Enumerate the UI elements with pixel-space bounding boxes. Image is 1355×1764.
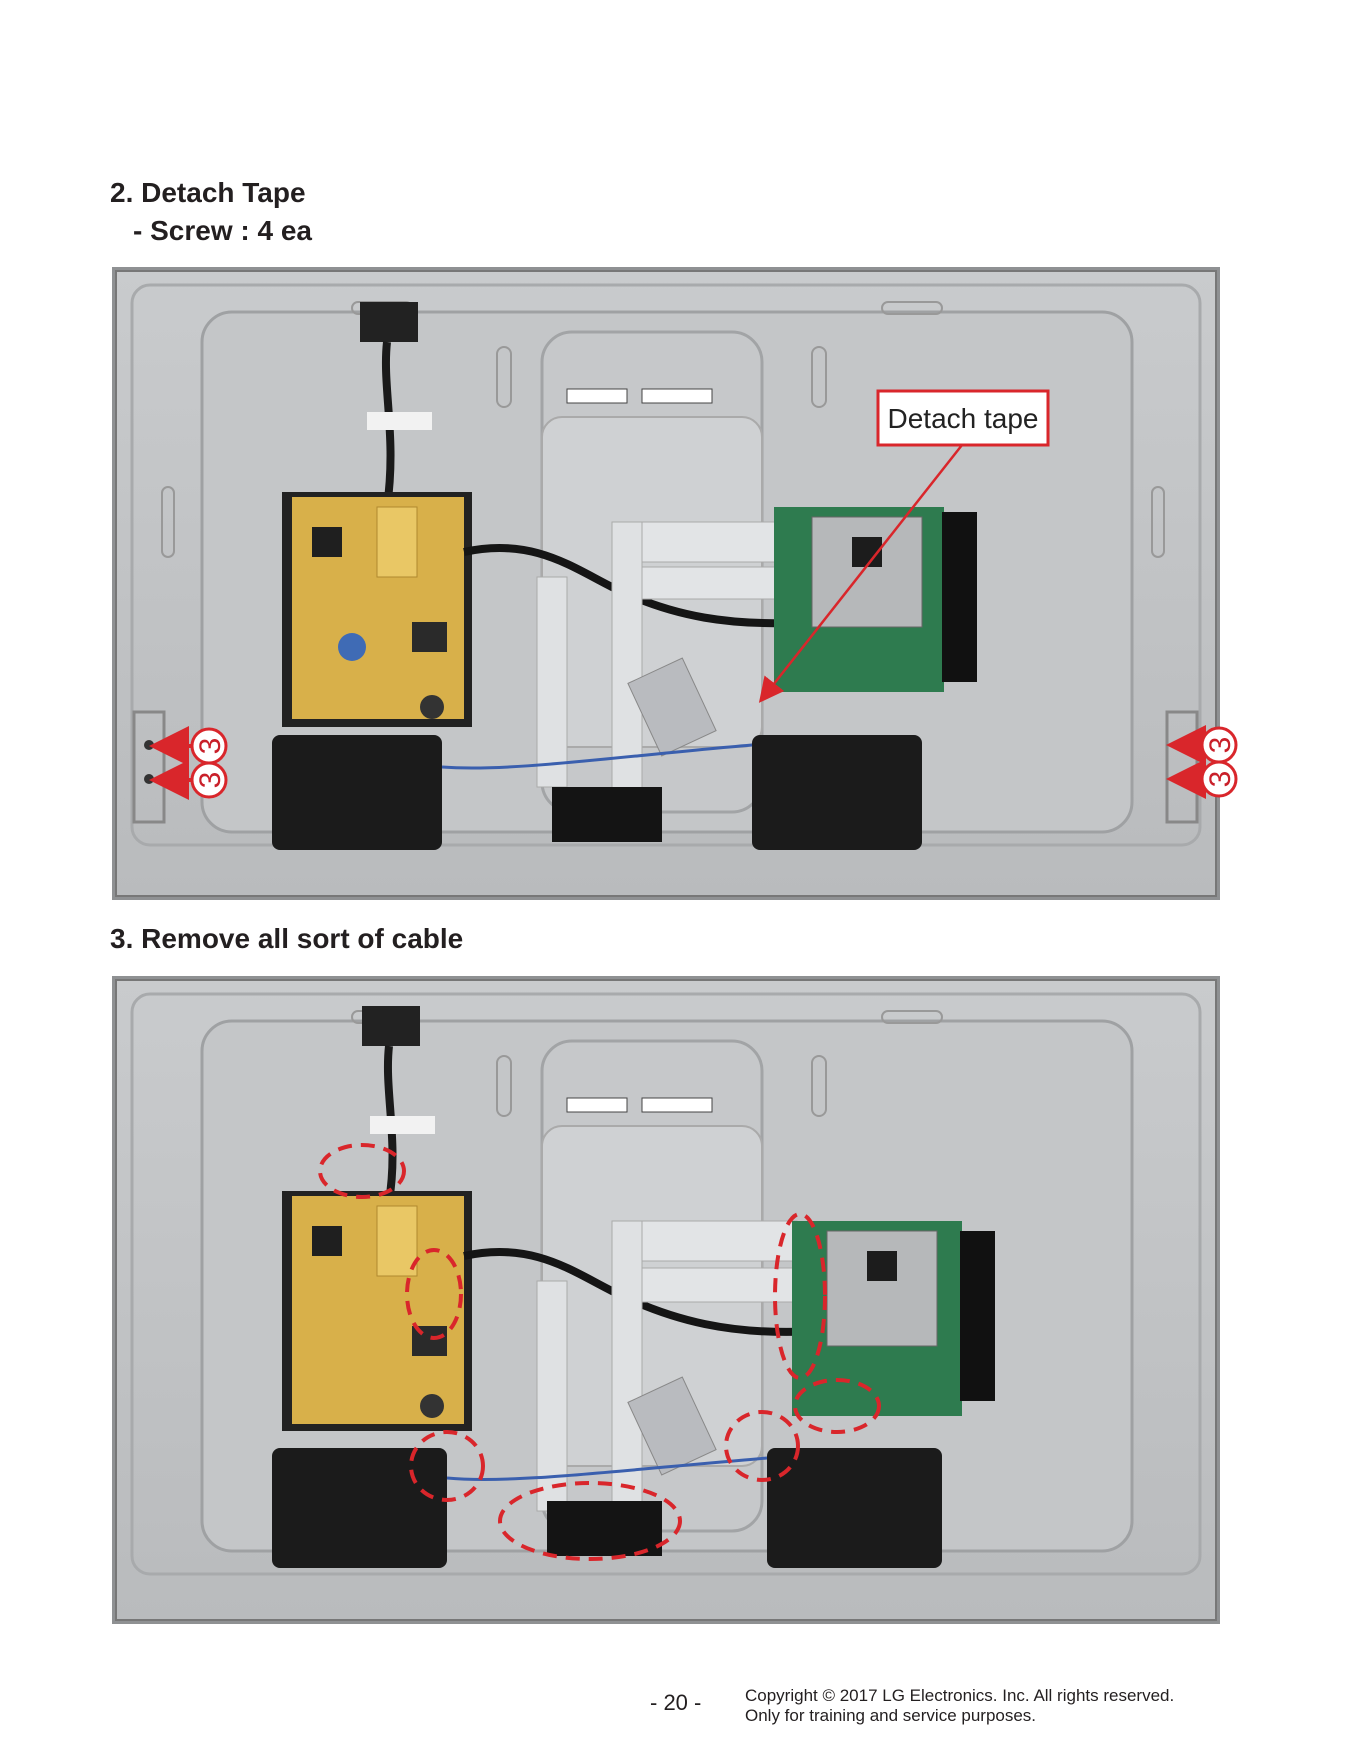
screw-marker-left-bottom: 3	[149, 760, 228, 800]
step-3-title: 3. Remove all sort of cable	[110, 923, 464, 954]
screw-count-label: 3	[194, 738, 227, 755]
screw-marker-right-bottom: 3	[1166, 759, 1238, 799]
tv-back-photo-step-2: Detach tape 3 3 3 3	[112, 267, 1238, 900]
copyright-line: Copyright © 2017 LG Electronics. Inc. Al…	[745, 1686, 1175, 1705]
step-2-subtitle: - Screw : 4 ea	[133, 215, 312, 246]
screw-count-label: 3	[1204, 737, 1237, 754]
screw-count-label: 3	[1204, 771, 1237, 788]
screw-marker-right-top: 3	[1166, 725, 1238, 765]
highlight-power-board-connector	[405, 1248, 463, 1340]
cable-connector-highlights	[318, 1143, 881, 1561]
detach-tape-label: Detach tape	[888, 403, 1039, 434]
callout-arrow	[758, 444, 963, 703]
step-2-title: 2. Detach Tape	[110, 177, 306, 208]
detach-tape-callout: Detach tape	[758, 389, 1050, 703]
highlight-lower-main-connector	[793, 1378, 881, 1434]
screw-count-label: 3	[194, 772, 227, 789]
usage-notice-line: Only for training and service purposes.	[745, 1706, 1037, 1726]
highlight-speaker-cable-right	[724, 1410, 800, 1482]
highlight-bottom-connector	[498, 1481, 682, 1561]
page-number: - 20 -	[650, 1690, 702, 1715]
highlight-speaker-cable-left	[409, 1430, 485, 1502]
tv-back-photo-step-3	[112, 976, 1220, 1624]
highlight-main-board-connectors	[773, 1212, 827, 1380]
highlight-top-connector	[318, 1143, 406, 1199]
copyright-notice: Copyright © 2017 LG Electronics. Inc. Al…	[745, 1686, 1174, 1727]
